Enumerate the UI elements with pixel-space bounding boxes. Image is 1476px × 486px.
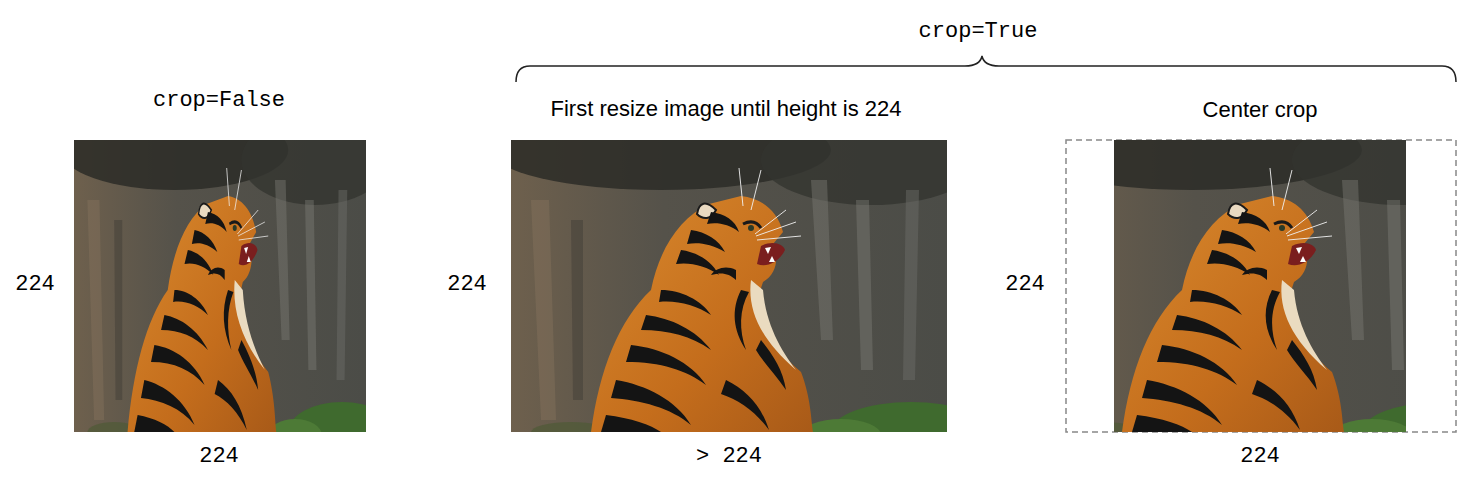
option-label: crop=True [919, 19, 1038, 45]
step-caption: First resize image until height is 224 [551, 96, 902, 122]
squashed-image [61, 110, 396, 462]
resized-image [491, 110, 991, 462]
dimension-label: 224 [199, 444, 239, 470]
cropped-image [1022, 110, 1476, 462]
bracket [516, 56, 1456, 82]
dimension-label: 224 [1240, 444, 1280, 470]
dimension-label: 224 [447, 272, 487, 298]
step-caption: Center crop [1203, 97, 1318, 123]
option-label: crop=False [153, 88, 285, 114]
dimension-label: > 224 [696, 444, 762, 470]
dimension-label: 224 [1005, 272, 1045, 298]
dimension-label: 224 [15, 272, 55, 298]
